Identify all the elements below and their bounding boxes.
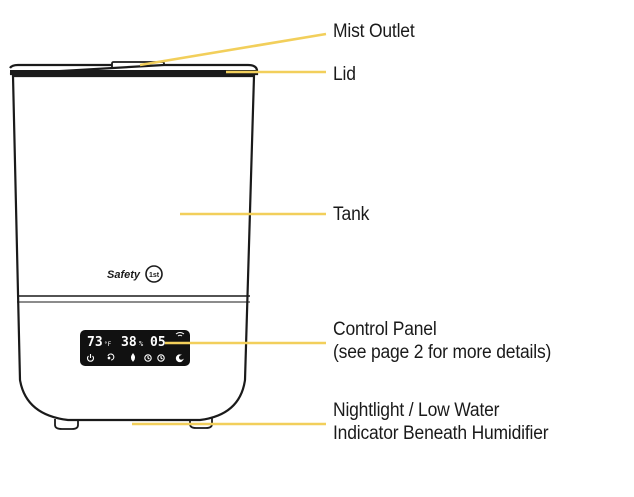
label-lid: Lid [333, 63, 356, 86]
right-foot [189, 418, 213, 429]
display-temp-unit: °F [104, 341, 112, 348]
humidifier-illustration [9, 61, 259, 430]
brand-badge-icon [145, 265, 163, 283]
control-panel: 73 °F 38 % 05 [80, 330, 190, 366]
display-time: 05 [150, 335, 166, 350]
clock-icon[interactable] [157, 354, 165, 362]
display-temp: 73 [87, 335, 103, 350]
display-humidity: 38 [121, 335, 137, 350]
timer-icon[interactable] [144, 354, 152, 362]
label-tank-text: Tank [333, 204, 370, 225]
label-lid-text: Lid [333, 64, 356, 85]
brand-badge: 1st [149, 272, 160, 279]
label-nightlight-line2: Indicator Beneath Humidifier [333, 423, 549, 444]
brand-name: Safety [107, 269, 141, 281]
label-mist-outlet-text: Mist Outlet [333, 21, 415, 42]
power-icon[interactable] [86, 354, 95, 362]
label-nightlight-line1: Nightlight / Low Water [333, 400, 500, 421]
label-control-panel-line1: Control Panel [333, 319, 437, 340]
lid-band [10, 70, 257, 75]
label-control-panel: Control Panel (see page 2 for more detai… [333, 318, 551, 364]
control-panel-screen [80, 330, 190, 366]
left-foot [54, 419, 79, 430]
label-mist-outlet: Mist Outlet [333, 20, 415, 43]
indicator-icon [175, 332, 185, 337]
brand-logo: Safety 1st [107, 265, 163, 283]
display-humidity-unit: % [139, 340, 144, 348]
leader-line-mist-outlet [139, 32, 327, 67]
humidity-drop-icon[interactable] [130, 353, 136, 362]
label-control-panel-line2: (see page 2 for more details) [333, 342, 552, 363]
label-nightlight: Nightlight / Low Water Indicator Beneath… [333, 399, 549, 445]
tank-body [11, 74, 256, 422]
night-mode-icon[interactable] [175, 354, 184, 363]
mist-level-icon[interactable] [107, 353, 115, 361]
label-tank: Tank [333, 203, 369, 226]
